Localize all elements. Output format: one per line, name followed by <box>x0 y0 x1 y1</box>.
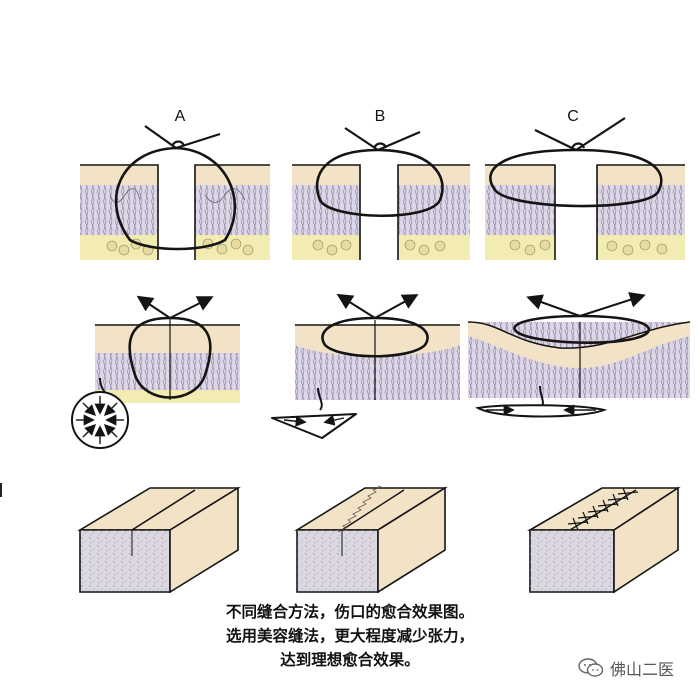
caption-line-3: 达到理想愈合效果。 <box>280 651 420 669</box>
suture-stitches <box>567 487 639 531</box>
panel-a-closed-wound <box>71 295 240 449</box>
panel-b-healed-block <box>294 485 448 594</box>
panel-a-healed-block <box>77 486 241 594</box>
caption: 不同缝合方法，伤口的愈合效果图。 选用美容缝法，更大程度减少张力， 达到理想愈合… <box>0 600 700 672</box>
watermark: 佛山二医 <box>578 656 674 680</box>
panel-label-a: A <box>174 108 186 125</box>
panel-c-open-wound <box>485 117 685 260</box>
cross-section-shape <box>475 404 608 418</box>
scar-line <box>131 489 196 531</box>
edge-mark <box>0 483 2 497</box>
panel-label-c: C <box>567 108 579 125</box>
scar-texture <box>337 485 383 533</box>
caption-line-2: 选用美容缝法，更大程度减少张力， <box>225 627 474 645</box>
suture-knot <box>144 125 221 150</box>
suture-loop <box>128 316 212 399</box>
scar-line <box>341 489 405 531</box>
caption-line-1: 不同缝合方法，伤口的愈合效果图。 <box>225 603 474 621</box>
panel-label-b: B <box>374 108 386 125</box>
panel-b-open-wound <box>292 127 470 260</box>
wechat-icon <box>578 658 604 677</box>
panel-a-open-wound <box>80 125 270 260</box>
panel-b-closed-wound <box>271 293 460 439</box>
panel-c-healed-block <box>527 486 681 594</box>
watermark-text: 佛山二医 <box>609 660 674 679</box>
suture-loop <box>114 146 236 251</box>
panel-c-closed-wound <box>467 292 691 418</box>
